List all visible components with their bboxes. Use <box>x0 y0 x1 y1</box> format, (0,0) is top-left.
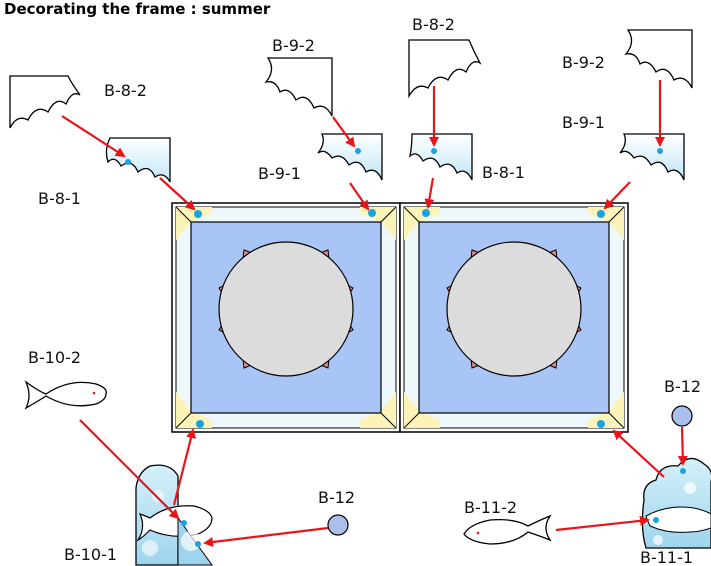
cloud-fish-blue-piece <box>641 457 711 549</box>
frame-right <box>399 202 629 433</box>
fish-outline-piece <box>24 380 107 410</box>
arrow <box>555 515 650 532</box>
label-b9-1-mid: B-9-1 <box>258 164 301 183</box>
arrow <box>603 181 631 210</box>
page-title: Decorating the frame : summer <box>4 0 271 18</box>
label-b12-right: B-12 <box>664 377 701 396</box>
arrow <box>159 177 196 211</box>
photo-circle <box>218 241 354 377</box>
pin-dot <box>597 420 605 428</box>
arrow <box>79 419 180 520</box>
arrow <box>349 182 370 211</box>
arrow <box>677 426 688 466</box>
cloud-outline-piece <box>9 75 81 129</box>
cloud-blue-piece <box>317 133 383 181</box>
pin-dot <box>368 209 376 217</box>
arrow <box>61 115 126 158</box>
arrow <box>172 428 196 506</box>
pin-dot <box>597 210 605 218</box>
arrow <box>203 526 329 547</box>
label-b9-1-right: B-9-1 <box>562 113 605 132</box>
label-b10-1: B-10-1 <box>64 545 117 564</box>
cloud-outline-piece <box>624 29 693 89</box>
label-b8-2-left: B-8-2 <box>104 81 147 100</box>
bubble-piece <box>327 514 349 536</box>
arrows <box>61 80 688 547</box>
photo-circle <box>446 241 582 377</box>
bubble-piece <box>671 405 693 427</box>
arrow <box>424 177 435 209</box>
label-b11-2: B-11-2 <box>464 498 517 517</box>
pin-dot <box>422 209 430 217</box>
label-b12-left: B-12 <box>318 488 355 507</box>
cloud-blue-piece <box>105 137 171 183</box>
label-b8-1-mid: B-8-1 <box>482 163 525 182</box>
label-b11-1: B-11-1 <box>640 548 693 566</box>
label-b10-2: B-10-2 <box>28 348 81 367</box>
cloud-blue-piece <box>409 133 473 181</box>
cloud-outline-piece <box>264 57 333 117</box>
label-b9-2-right: B-9-2 <box>562 53 605 72</box>
pin-dot <box>194 210 202 218</box>
arrow <box>332 116 356 148</box>
label-b8-1-left: B-8-1 <box>38 189 81 208</box>
cloud-outline-piece <box>408 39 482 99</box>
pin-dot <box>196 420 204 428</box>
arrow <box>612 429 665 478</box>
frame-left <box>171 202 401 433</box>
label-b8-2-mid: B-8-2 <box>412 15 455 34</box>
fish-outline-piece <box>463 514 552 545</box>
label-b9-2-mid: B-9-2 <box>272 36 315 55</box>
fish-cloud-blue-piece <box>135 464 213 566</box>
cloud-blue-piece <box>619 133 685 181</box>
